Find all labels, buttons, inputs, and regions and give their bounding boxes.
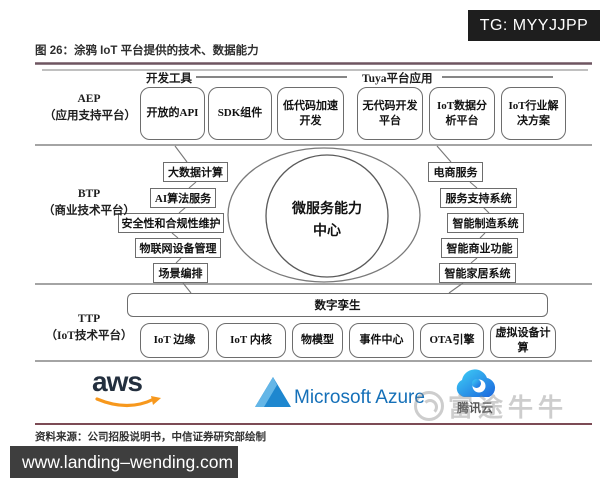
website-url-banner: www.landing–wending.com — [10, 446, 238, 478]
aep-box-sdk: SDK组件 — [208, 87, 272, 140]
azure-triangle-icon — [255, 377, 291, 407]
futu-watermark-icon — [414, 391, 444, 421]
ttp-box-iot-edge: IoT 边缘 — [140, 323, 209, 358]
btp-box-ai-algorithm: AI算法服务 — [150, 188, 216, 208]
btp-box-scene-orchestration: 场景编排 — [153, 263, 208, 283]
microservice-center-label: 微服务能力中心 — [292, 202, 362, 239]
ttp-box-iot-core: IoT 内核 — [216, 323, 286, 358]
capability-inner-circle — [265, 154, 389, 278]
aep-name: （应用支持平台） — [44, 110, 136, 123]
btp-box-smart-manufacturing: 智能制造系统 — [447, 213, 524, 233]
tencent-cloud-label: 腾讯云 — [457, 401, 494, 415]
aep-box-nocode: 无代码开发平台 — [357, 87, 423, 140]
ttp-box-thing-model: 物模型 — [292, 323, 343, 358]
right-chain-connectors — [436, 145, 490, 294]
aep-row-label: AEP （应用支持平台） — [44, 91, 136, 126]
figure-title: 图 26：涂鸦 IoT 平台提供的技术、数据能力 — [35, 45, 259, 57]
ttp-box-virtual-device: 虚拟设备计算 — [490, 323, 556, 358]
aws-logo: aws — [92, 366, 143, 397]
futu-watermark-text: 富途牛牛 — [448, 394, 569, 422]
btp-box-ecommerce: 电商服务 — [428, 162, 483, 182]
ttp-abbr: TTP — [77, 313, 101, 325]
btp-box-device-management: 物联网设备管理 — [135, 238, 221, 258]
dev-tools-group-label: 开发工具 — [146, 73, 192, 85]
btp-name: （商业技术平台） — [43, 205, 135, 218]
azure-logo: Microsoft Azure — [294, 387, 425, 408]
aep-box-lowcode: 低代码加速开发 — [277, 87, 344, 140]
btp-abbr: BTP — [77, 188, 101, 200]
ttp-box-event-center: 事件中心 — [349, 323, 414, 358]
btp-box-smart-home: 智能家居系统 — [439, 263, 516, 283]
btp-box-security-compliance: 安全性和合规性维护 — [118, 213, 224, 233]
aep-box-open-api: 开放的API — [140, 87, 205, 140]
aep-box-industry-solution: IoT行业解决方案 — [501, 87, 566, 140]
btp-box-smart-business: 智能商业功能 — [441, 238, 518, 258]
ttp-box-ota-engine: OTA引擎 — [420, 323, 484, 358]
btp-box-service-support: 服务支持系统 — [440, 188, 517, 208]
ttp-row-label: TTP （IoT技术平台） — [30, 311, 148, 346]
aws-smile-icon — [95, 396, 161, 408]
futu-watermark: 富途牛牛 — [414, 388, 568, 424]
left-chain-connectors — [171, 145, 197, 294]
btp-box-bigdata: 大数据计算 — [163, 162, 228, 182]
aep-abbr: AEP — [77, 93, 101, 105]
tencent-cloud-icon — [456, 369, 496, 397]
ttp-name: （IoT技术平台） — [45, 330, 133, 343]
tg-channel-tag: TG: MYYJJPP — [468, 10, 600, 41]
figure-source: 资料来源：公司招股说明书，中信证券研究部绘制 — [35, 431, 266, 443]
digital-twin-banner: 数字孪生 — [127, 293, 548, 317]
aep-box-data-analytics: IoT数据分析平台 — [429, 87, 495, 140]
tuya-apps-group-label: Tuya平台应用 — [362, 73, 433, 85]
btp-row-label: BTP （商业技术平台） — [34, 186, 144, 221]
